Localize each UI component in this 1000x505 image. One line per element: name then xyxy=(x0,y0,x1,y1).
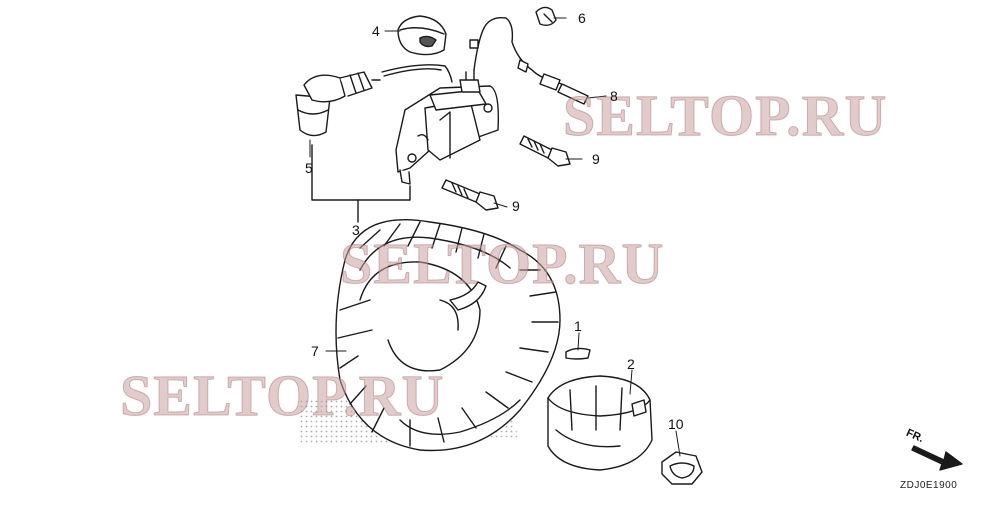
flange-bolt-upper xyxy=(519,135,571,167)
ground-wire xyxy=(473,17,567,87)
callout-2: 2 xyxy=(627,356,635,372)
terminal-connector xyxy=(557,83,589,105)
flywheel xyxy=(335,218,561,452)
callout-9: 9 xyxy=(512,198,520,214)
plug-cap-cover xyxy=(397,15,447,56)
callout-10: 10 xyxy=(668,416,684,432)
ignition-wire xyxy=(381,64,453,83)
callout-7: 7 xyxy=(311,343,319,359)
callout-4: 4 xyxy=(372,23,380,39)
spark-plug-cap xyxy=(295,71,381,137)
leader-lines xyxy=(309,17,681,457)
callout-5: 5 xyxy=(305,160,313,176)
callout-9: 9 xyxy=(592,151,600,167)
callout-1: 1 xyxy=(574,318,582,334)
starter-pulley xyxy=(547,375,653,471)
flange-nut xyxy=(661,451,703,485)
front-arrow-icon xyxy=(911,445,963,471)
flange-bolt-lower xyxy=(441,179,499,211)
callout-3: 3 xyxy=(352,222,360,238)
drawing-code: ZDJ0E1900 xyxy=(900,480,958,491)
woodruff-key xyxy=(565,347,591,360)
ignition-coil xyxy=(395,69,500,185)
callout-8: 8 xyxy=(610,88,618,104)
callout-6: 6 xyxy=(578,10,586,26)
